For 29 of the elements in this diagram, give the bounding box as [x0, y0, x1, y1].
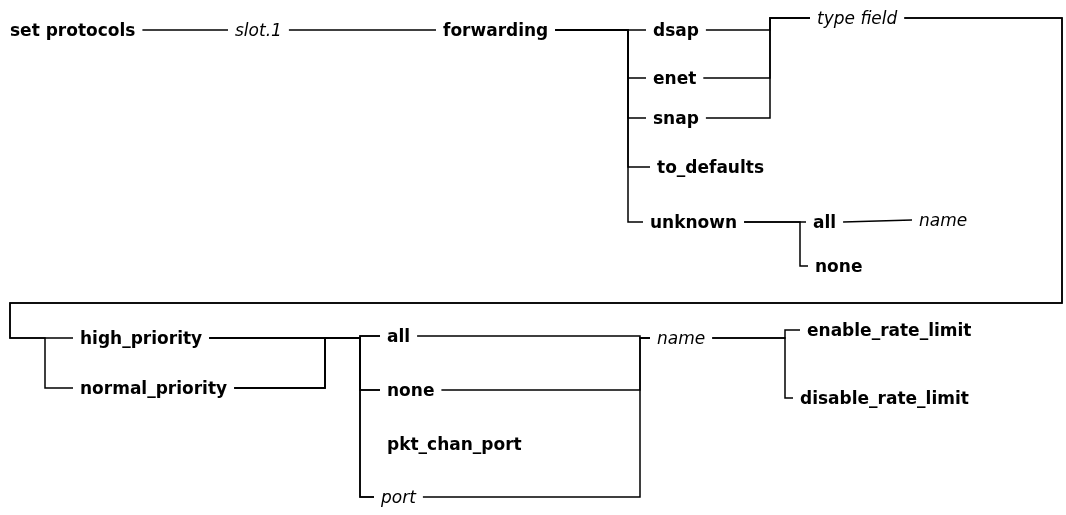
keyword-text: all: [806, 211, 844, 233]
keyword-text: to_defaults: [650, 156, 772, 178]
keyword-text: enable_rate_limit: [800, 319, 979, 341]
connector-line: [554, 29, 644, 223]
parameter-text: name: [650, 327, 713, 349]
connector-line: [422, 337, 651, 498]
keyword-text: none: [808, 255, 870, 277]
keyword-text: dsap: [646, 19, 706, 41]
keyword-text: disable_rate_limit: [793, 387, 976, 409]
keyword-text: set protocols: [3, 19, 143, 41]
connector-line: [711, 337, 794, 399]
keyword-text: forwarding: [436, 19, 556, 41]
keyword-text: high_priority: [73, 327, 210, 349]
connector-line: [705, 17, 811, 119]
keyword-text: unknown: [643, 211, 745, 233]
keyword-text: pkt_chan_port: [380, 433, 529, 455]
parameter-text: type field: [810, 7, 905, 29]
connector-line: [842, 219, 913, 223]
parameter-text: name: [912, 209, 975, 231]
parameter-text: slot.1: [228, 19, 289, 41]
connector-line: [743, 221, 809, 267]
keyword-text: normal_priority: [73, 377, 235, 399]
keyword-text: enet: [646, 67, 704, 89]
connector-line: [141, 29, 229, 31]
keyword-text: all: [380, 325, 418, 347]
keyword-text: snap: [646, 107, 706, 129]
connector-line: [288, 29, 437, 31]
parameter-text: port: [374, 486, 423, 508]
keyword-text: none: [380, 379, 442, 401]
